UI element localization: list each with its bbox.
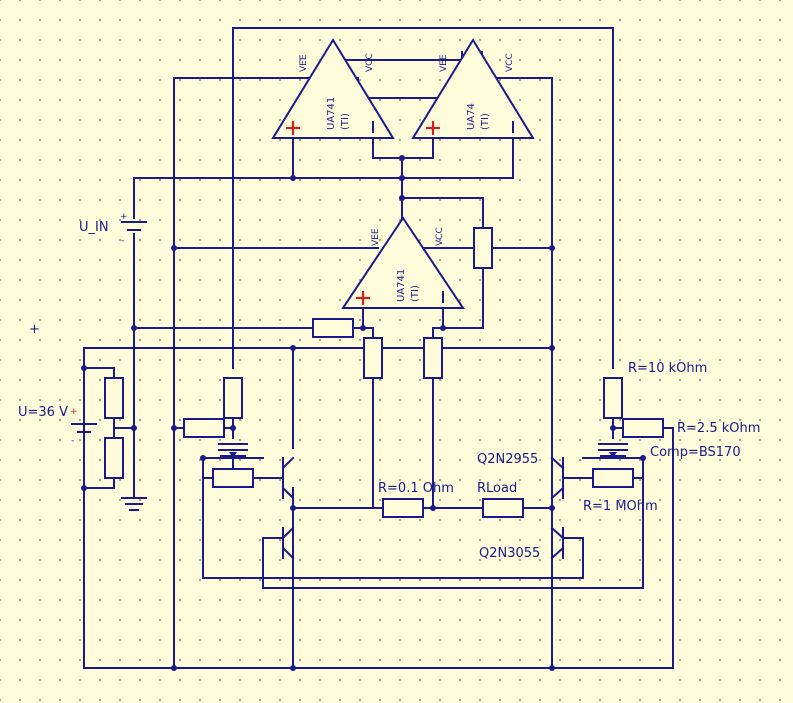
resistor-input [312, 318, 354, 338]
label-q2n2955: Q2N2955 [477, 452, 538, 467]
label-u-in: U_IN [79, 220, 109, 235]
opamp-u1-vcc: VCC [365, 53, 375, 72]
bjt-right-upper [550, 456, 565, 500]
u-in-minus: - [121, 236, 124, 246]
ground-symbol [121, 497, 147, 511]
resistor-left-vertical [223, 377, 243, 419]
opamp-u3-vee: VEE [371, 228, 381, 246]
resistor-sense-right [423, 337, 443, 379]
label-q2n3055: Q2N3055 [479, 546, 540, 561]
opamp-u2-vee: VEE [439, 54, 449, 72]
resistor-right-vertical [603, 377, 623, 419]
label-r25k: R=2.5 kOhm [677, 421, 760, 436]
opamp-u3-name: UA741 [396, 269, 407, 302]
resistor-feedback [473, 227, 493, 269]
bjt-right-lower [550, 526, 584, 560]
label-r10k: R=10 kOhm [628, 361, 707, 376]
resistor-divider-top [104, 377, 124, 419]
label-u36: U=36 V [18, 405, 68, 420]
label-r1m: R=1 MOhm [583, 499, 658, 514]
junctions [81, 155, 646, 671]
opamp-u1-sub: (TI) [340, 113, 351, 130]
label-r01: R=0.1 Ohm [378, 481, 454, 496]
resistors [104, 227, 664, 518]
resistor-left-gate [212, 468, 254, 488]
resistor-load [482, 498, 524, 518]
opamp-u1-name: UA741 [326, 97, 337, 130]
resistor-divider-bottom [104, 437, 124, 479]
opamp-u1: UA741 (TI) VEE VCC [271, 38, 395, 139]
opamp-u2-name: UA74 [466, 103, 477, 130]
resistor-shunt [382, 498, 424, 518]
labels: U_IN U=36 V + R=10 kOhm R=2.5 kOhm Comp=… [18, 220, 760, 561]
label-rload: RLoad [477, 481, 517, 496]
u-in-plus: + [120, 212, 128, 222]
resistor-sense-left [363, 337, 383, 379]
label-comp: Comp=BS170 [650, 445, 741, 460]
resistor-right-gate [592, 468, 634, 488]
u36-minus: - [71, 436, 74, 446]
resistor-left-horizontal [183, 418, 225, 438]
source-u-in: + - [120, 212, 147, 246]
opamp-u1-vee: VEE [299, 54, 309, 72]
opamp-u2: UA74 (TI) VEE VCC [411, 38, 535, 139]
opamp-u3-sub: (TI) [410, 285, 421, 302]
bjt-left-lower [262, 526, 295, 560]
bjt-left-upper [281, 456, 295, 500]
opamp-u2-sub: (TI) [480, 113, 491, 130]
cursor-crosshair: + [29, 322, 40, 337]
mosfet-left [218, 443, 248, 459]
resistor-right-horizontal [622, 418, 664, 438]
source-u36: - [71, 423, 97, 446]
wires [83, 27, 674, 669]
opamp-u3: UA741 (TI) VEE VCC [341, 216, 465, 309]
label-u36-plus: + [70, 407, 78, 417]
opamp-u3-vcc: VCC [435, 227, 445, 246]
opamp-u2-vcc: VCC [505, 53, 515, 72]
mosfet-right [598, 443, 628, 459]
